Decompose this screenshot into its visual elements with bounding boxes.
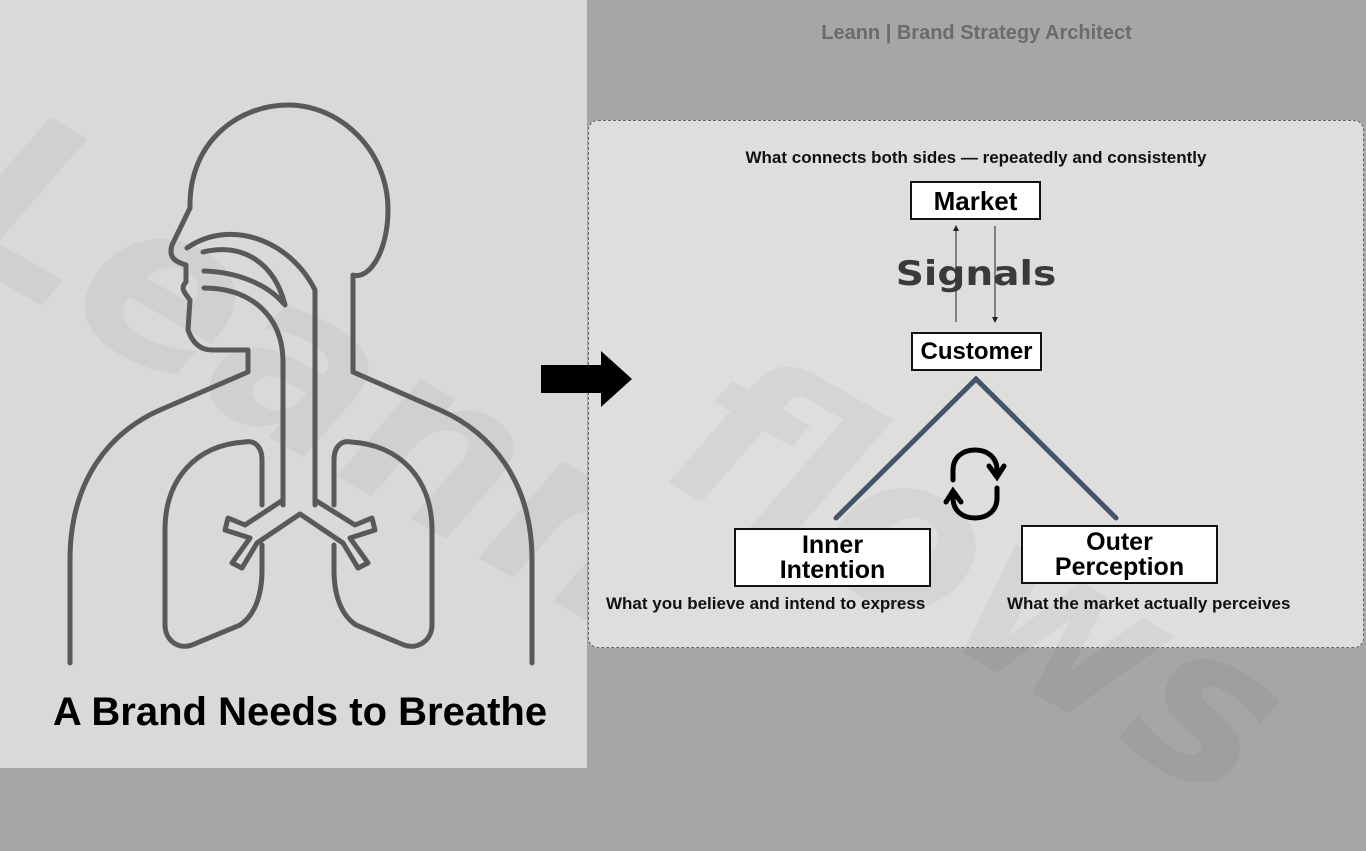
inner-intention-caption: What you believe and intend to express [606, 594, 926, 613]
diagram-caption: What connects both sides — repeatedly an… [745, 148, 1207, 167]
left-panel [0, 0, 587, 768]
outer-line2: Perception [1054, 552, 1185, 581]
respiratory-system-icon [67, 102, 535, 666]
header-title: Leann | Brand Strategy Architect [821, 22, 1132, 44]
customer-box: Customer [911, 332, 1042, 371]
market-box: Market [910, 181, 1041, 220]
outer-perception-box: Outer Perception [1021, 525, 1218, 584]
market-label: Market [933, 185, 1018, 216]
inner-line2: Intention [779, 555, 886, 584]
signals-label: Signals [895, 254, 1057, 294]
main-title: A Brand Needs to Breathe [52, 690, 548, 734]
customer-label: Customer [920, 337, 1033, 365]
inner-line1: Inner [801, 530, 864, 559]
outer-perception-caption: What the market actually perceives [1007, 594, 1291, 613]
inner-intention-box: Inner Intention [734, 528, 931, 587]
outer-line1: Outer [1086, 527, 1153, 556]
